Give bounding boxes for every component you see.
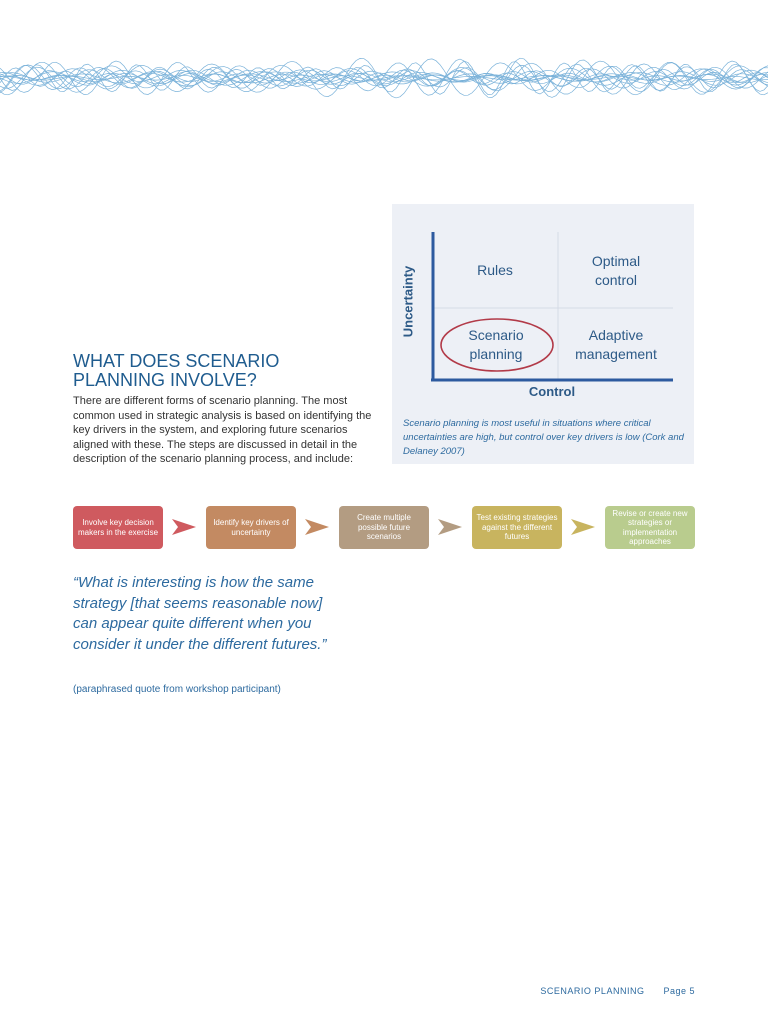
process-step-involve: Involve key decision makers in the exerc… (73, 506, 163, 549)
uncertainty-control-figure: Uncertainty Control Rules Optimal contro… (392, 204, 694, 464)
arrow-icon (438, 519, 462, 535)
arrow-shape (172, 519, 196, 535)
quadrant-adaptive-management: Adaptive management (575, 327, 657, 362)
section-heading: What does scenario planning involve? (73, 351, 280, 390)
arrow-shape (438, 519, 462, 535)
process-step-identify: Identify key drivers of uncertainty (206, 506, 296, 549)
quadrant-rules: Rules (477, 262, 513, 278)
wave-line (0, 63, 768, 92)
arrow-shape (571, 519, 595, 535)
decorative-wave-banner (0, 57, 768, 99)
arrow-icon (571, 519, 595, 535)
figure-caption: Scenario planning is most useful in situ… (403, 418, 684, 457)
quadrant-matrix (431, 232, 673, 382)
page-footer: SCENARIO PLANNING Page 5 (524, 986, 695, 996)
arrow-icon (172, 519, 196, 535)
quadrant-optimal-control: Optimal control (591, 253, 641, 288)
scenario-planning-highlight-ellipse (440, 318, 554, 372)
page-number: Page 5 (663, 986, 695, 996)
arrow-icon (305, 519, 329, 535)
process-step-test: Test existing strategies against the dif… (472, 506, 562, 549)
pull-quote: “What is interesting is how the same str… (73, 574, 327, 653)
y-axis-label: Uncertainty (400, 265, 416, 338)
wave-line (0, 66, 768, 90)
quadrant-scenario-planning: Scenario planning (468, 327, 524, 362)
quote-attribution: (paraphrased quote from workshop partici… (73, 684, 281, 695)
wave-line (0, 60, 768, 96)
process-step-revise: Revise or create new strategies or imple… (605, 506, 695, 549)
arrow-shape (305, 519, 329, 535)
wave-line (0, 69, 768, 87)
process-flow: Involve key decision makers in the exerc… (73, 506, 695, 550)
process-step-create: Create multiple possible future scenario… (339, 506, 429, 549)
body-paragraph: There are different forms of scenario pl… (73, 395, 372, 466)
footer-title: SCENARIO PLANNING (540, 986, 645, 996)
x-axis-label: Control (528, 384, 576, 399)
wave-line (0, 66, 768, 90)
wave-line (0, 58, 768, 99)
